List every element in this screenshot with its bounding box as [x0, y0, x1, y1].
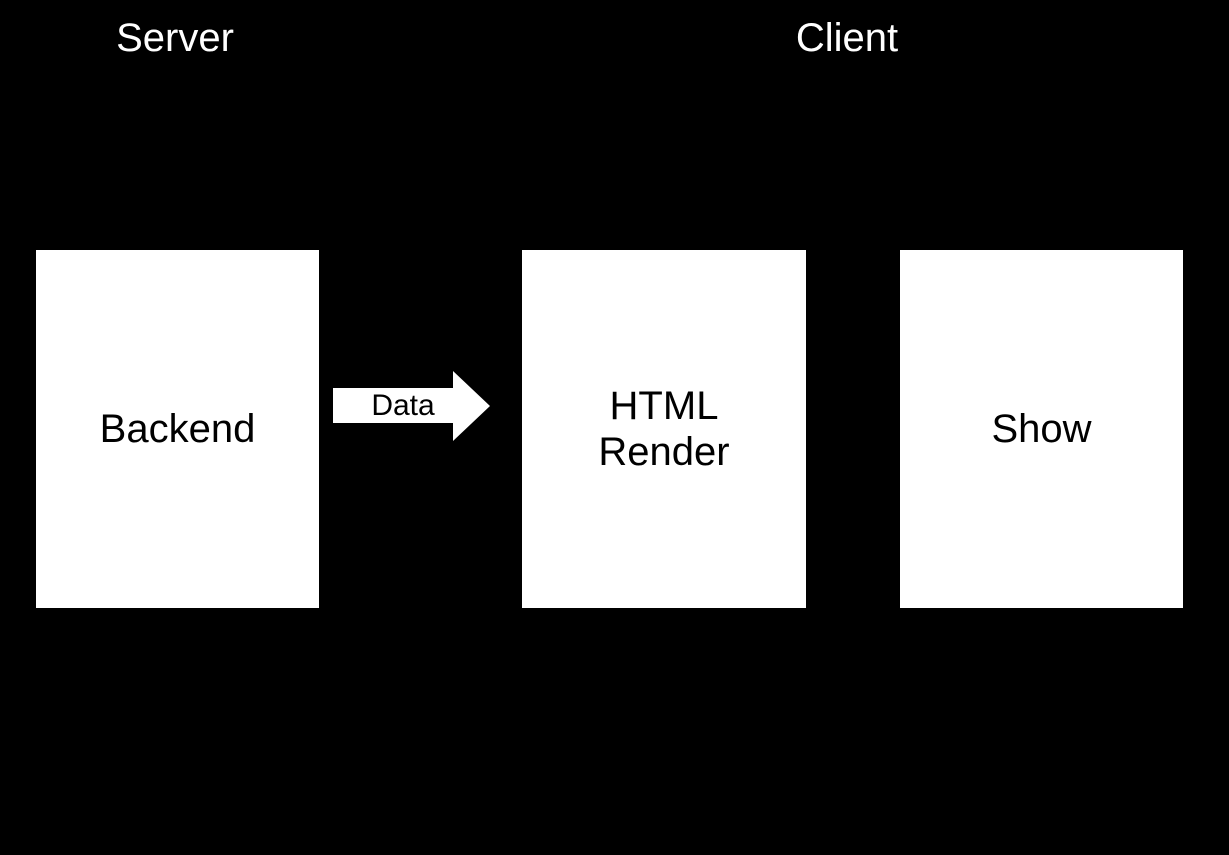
data-flow-arrow-label: Data: [371, 388, 435, 422]
client-section-label: Client: [795, 15, 899, 60]
node-backend: Backend: [36, 250, 319, 608]
node-show: Show: [900, 250, 1183, 608]
node-html-render-label: HTML Render: [598, 384, 730, 474]
data-flow-arrow-icon: [333, 371, 490, 441]
node-html-render: HTML Render: [522, 250, 806, 608]
node-show-label: Show: [991, 407, 1092, 451]
node-backend-label: Backend: [99, 407, 256, 451]
server-section-label: Server: [116, 15, 234, 60]
